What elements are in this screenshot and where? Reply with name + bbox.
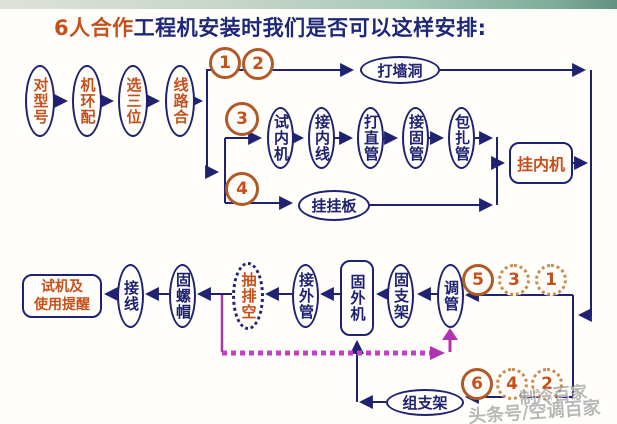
worker-4-dotted-badge: 4: [496, 368, 528, 400]
node-test-indoor-unit: 试内机: [267, 107, 294, 169]
top-bar: [0, 0, 617, 9]
title-highlight: 6人合作: [54, 16, 134, 40]
node-fix-bracket: 固支架: [387, 264, 414, 328]
node-fix-nut: 固螺帽: [169, 264, 196, 328]
worker-2-badge: 2: [242, 48, 274, 80]
node-wrap-pipe: 包扎管: [448, 107, 475, 169]
worker-5-badge: 5: [462, 264, 494, 296]
node-machine-env-match: 机环配: [72, 65, 102, 137]
node-hang-indoor-unit: 挂内机: [509, 142, 573, 184]
worker-3-dotted-badge: 3: [498, 264, 530, 296]
vacuum-feedback-arrow: [220, 295, 458, 360]
title-rest: 工程机安装时我们是否可以这样安排:: [133, 16, 487, 40]
node-connect-outdoor-pipe: 接外管: [292, 264, 319, 328]
node-wiring: 接线: [117, 264, 144, 328]
node-test-line2: 使用提醒: [34, 297, 90, 313]
page-title: 6人合作工程机安装时我们是否可以这样安排:: [54, 12, 487, 42]
worker-4-badge: 4: [225, 172, 259, 206]
node-vacuum-evacuate: 抽排空: [232, 262, 264, 330]
node-connect-indoor-wire: 接内线: [308, 107, 335, 169]
worker-1-dotted-badge: 1: [535, 264, 567, 296]
node-straighten-pipe: 打直管: [357, 107, 384, 169]
node-drill-wall-hole: 打墙洞: [360, 56, 440, 84]
worker-2-dotted-badge: 2: [531, 368, 563, 400]
worker-6-badge: 6: [461, 368, 493, 400]
node-tune-pipe: 调管: [437, 264, 464, 328]
node-test-and-remind: 试机及 使用提醒: [22, 274, 102, 318]
node-choose-three-positions: 选三位: [118, 65, 148, 137]
node-assemble-bracket: 组支架: [386, 389, 464, 416]
worker-3-badge: 3: [225, 102, 259, 136]
node-connect-fix-pipe: 接固管: [402, 107, 429, 169]
node-line-route: 线路合: [165, 65, 195, 137]
worker-1-badge: 1: [209, 47, 241, 79]
node-fix-outdoor-unit: 固外机: [340, 260, 374, 336]
node-match-model: 对型号: [25, 65, 55, 137]
node-test-line1: 试机及: [41, 278, 83, 295]
node-hang-plate: 挂挂板: [298, 190, 370, 221]
